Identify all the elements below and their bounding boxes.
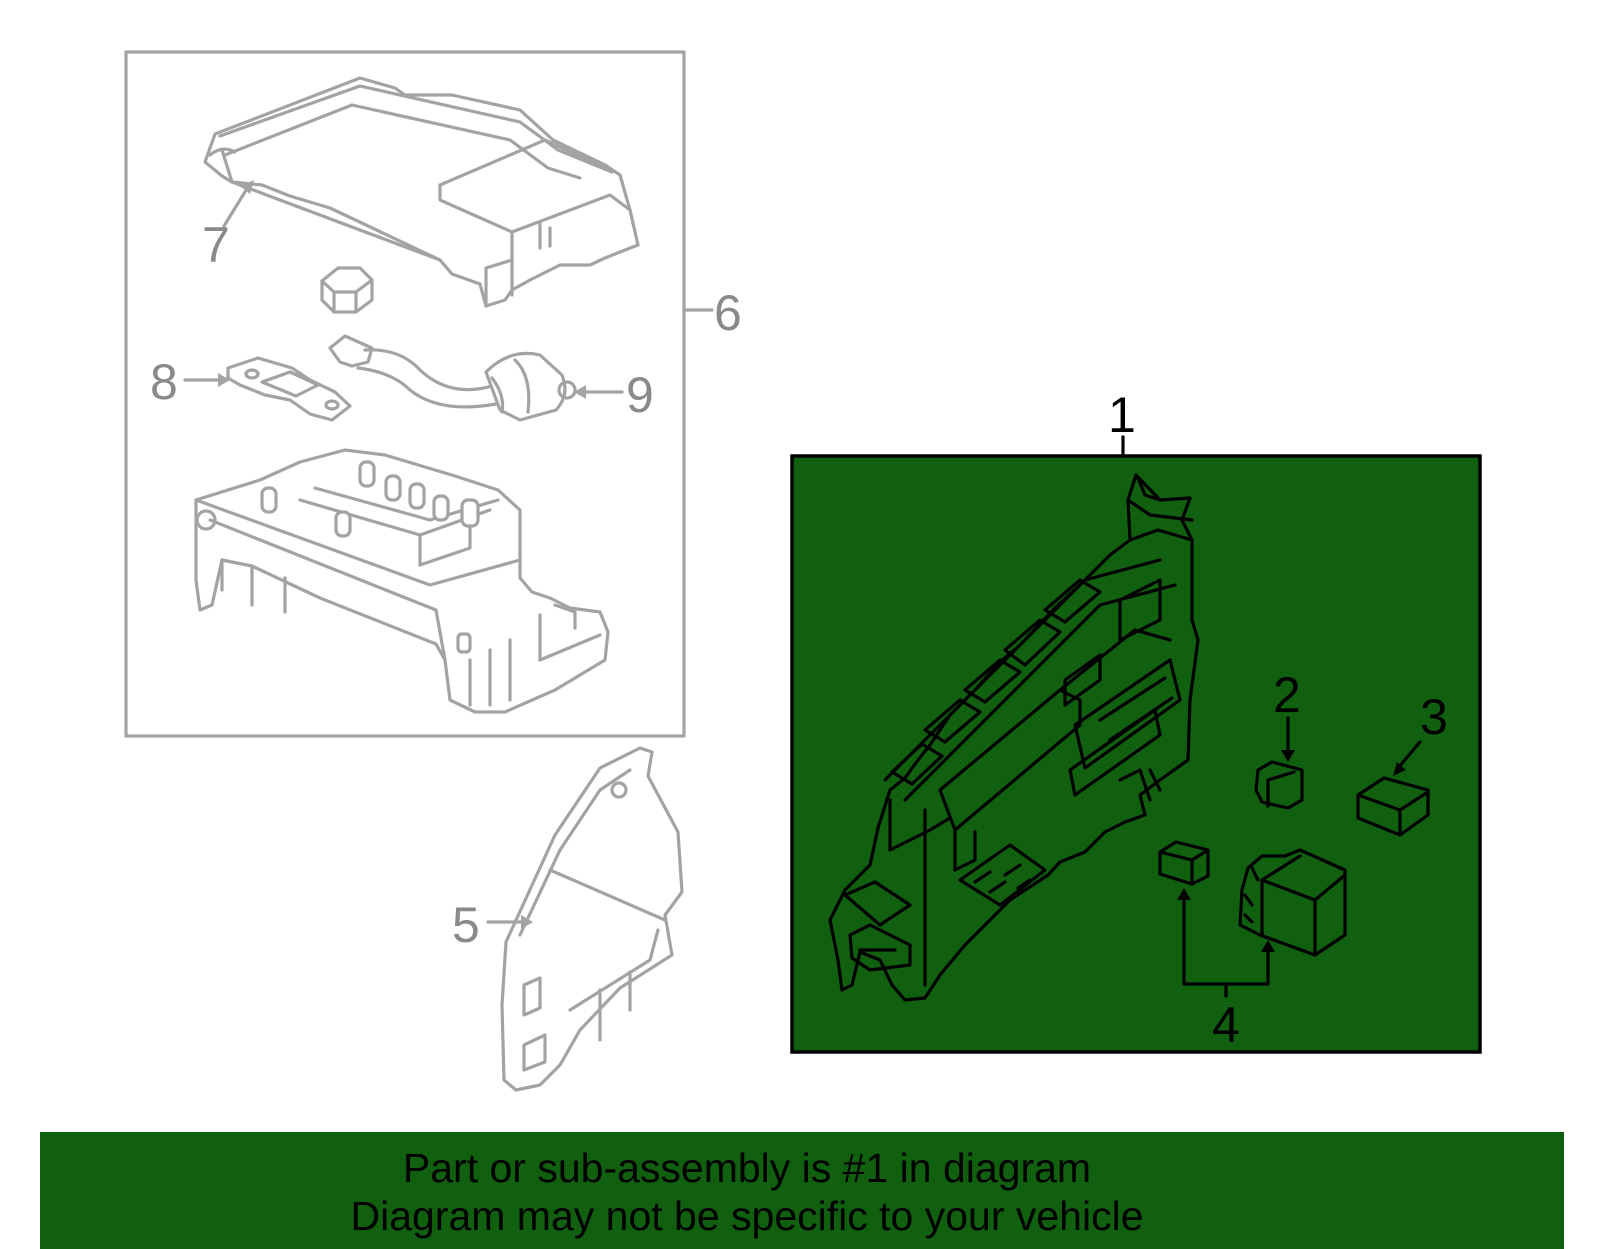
callout-4: 4 xyxy=(1212,997,1240,1053)
group-6-frame xyxy=(124,50,686,738)
callout-5: 5 xyxy=(452,897,480,953)
callout-7-leader xyxy=(222,185,250,228)
caption-banner: Part or sub-assembly is #1 in diagram Di… xyxy=(40,1132,1564,1249)
part-3-relay xyxy=(1356,776,1430,837)
callout-2-arrowhead xyxy=(1281,750,1295,762)
callout-8: 8 xyxy=(150,354,178,410)
fuse-studs xyxy=(260,460,480,654)
part-7-cover xyxy=(203,76,640,308)
highlighted-assembly-1: 1 xyxy=(790,387,1482,1054)
part-9-cable xyxy=(328,334,577,422)
callout-3-arrowhead xyxy=(1393,762,1406,776)
callout-7: 7 xyxy=(202,217,230,273)
callout-9-arrowhead xyxy=(574,385,586,399)
part-4-small-relay xyxy=(1158,840,1210,886)
fuse-block-base xyxy=(194,448,610,714)
callout-1: 1 xyxy=(1108,387,1136,443)
callout-5-arrowhead xyxy=(521,915,533,929)
callout-7-arrowhead xyxy=(240,180,254,194)
callout-9: 9 xyxy=(626,367,654,423)
callout-8-arrowhead xyxy=(218,373,230,387)
callout-3: 3 xyxy=(1420,689,1448,745)
caption-line-2: Diagram may not be specific to your vehi… xyxy=(350,1193,1144,1239)
sub-assembly-6-group: 6 7 8 xyxy=(124,50,742,738)
hex-nut xyxy=(320,266,374,314)
callout-3-leader xyxy=(1396,740,1422,770)
callout-2: 2 xyxy=(1273,667,1301,723)
callout-4-bracket xyxy=(1177,888,1275,998)
part-5-panel xyxy=(500,746,684,1092)
junction-block xyxy=(828,473,1200,1002)
part-8-bracket xyxy=(226,356,352,422)
caption-line-1: Part or sub-assembly is #1 in diagram xyxy=(402,1145,1092,1191)
part-4-large-relay xyxy=(1238,848,1347,957)
callout-6: 6 xyxy=(714,285,742,341)
part-2-relay xyxy=(1254,760,1304,810)
